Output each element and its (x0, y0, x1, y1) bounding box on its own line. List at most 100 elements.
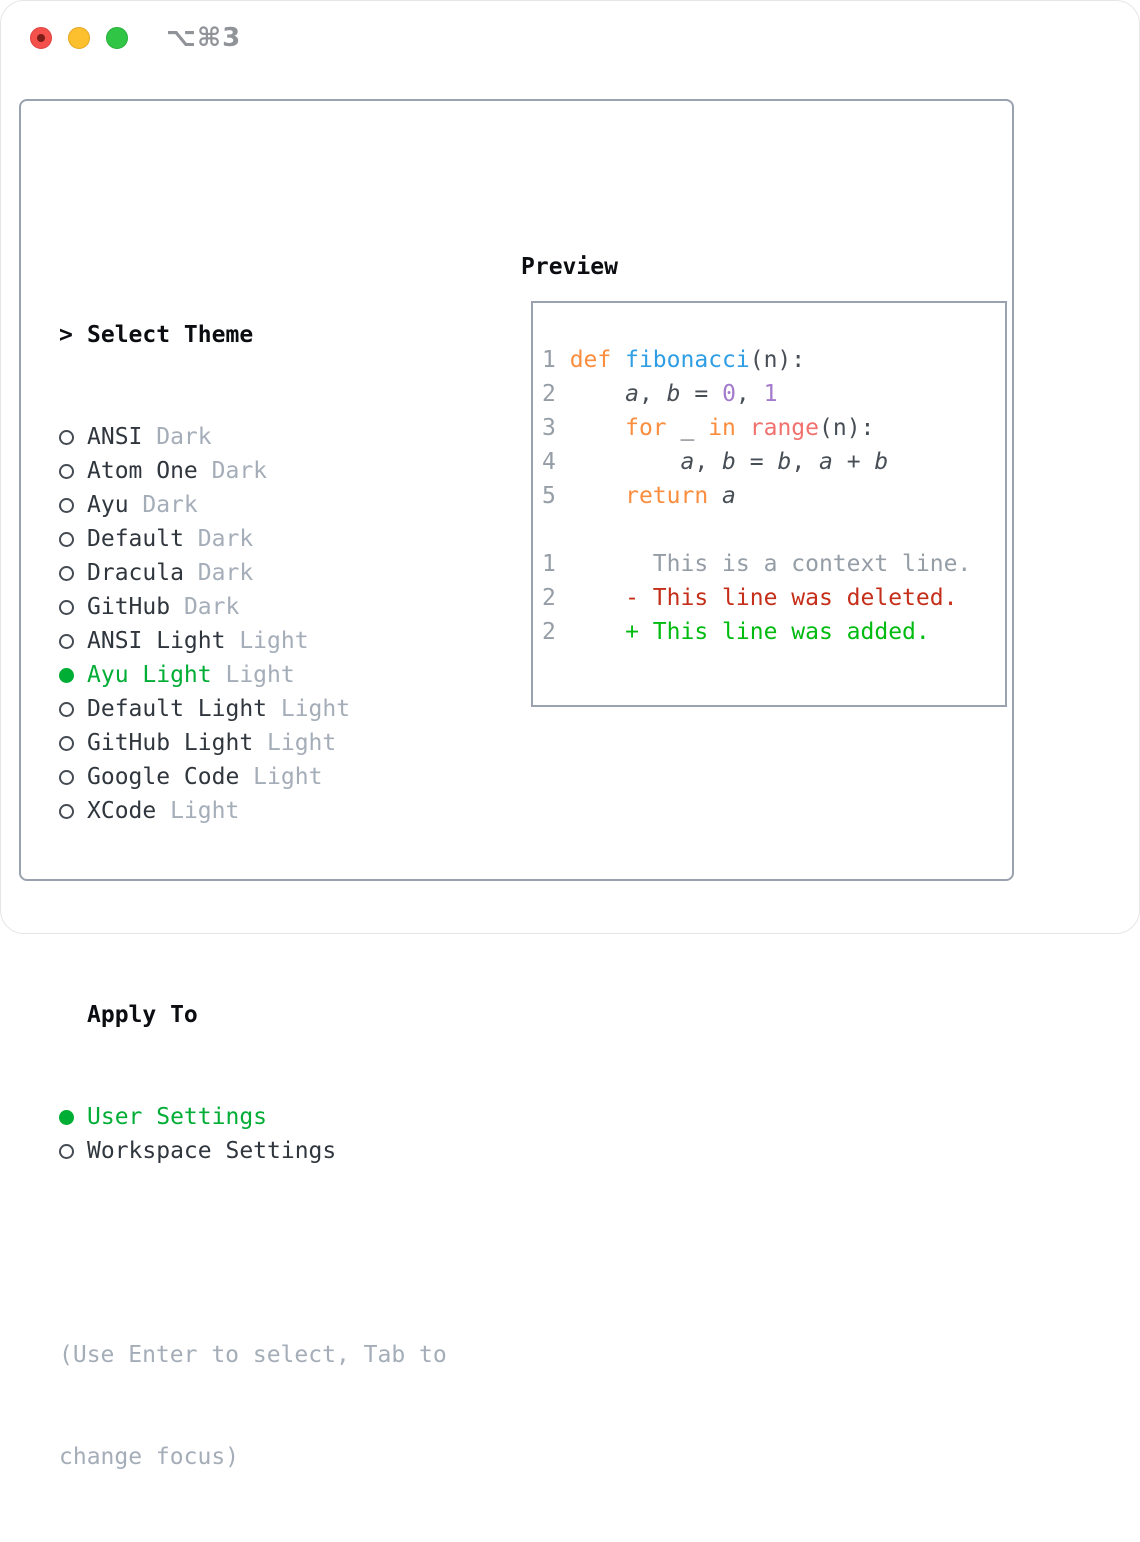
line-number: 1 (542, 347, 570, 373)
preview-header: Preview (521, 254, 618, 280)
code-segment: 1 (763, 381, 778, 407)
code-line: 1 def fibonacci(n): (542, 343, 971, 377)
theme-variant: Light (239, 764, 323, 790)
apply-option-label: Workspace Settings (87, 1138, 337, 1164)
code-line: 2 - This line was deleted. (542, 581, 971, 615)
code-line: 3 for _ in range(n): (542, 411, 971, 445)
code-segment (570, 381, 625, 407)
theme-variant: Dark (170, 594, 240, 620)
radio-icon (59, 701, 74, 717)
theme-name: Default (87, 526, 184, 552)
code-segment (570, 483, 625, 509)
radio-icon (59, 735, 74, 751)
line-number: 2 (542, 381, 570, 407)
theme-name: Default Light (87, 696, 268, 722)
window-title: ⌥⌘3 (166, 23, 242, 53)
code-segment: + (832, 449, 875, 475)
prompt-icon: > (59, 322, 73, 348)
theme-option-atom-one[interactable]: Atom One Dark (59, 454, 509, 488)
theme-option-default[interactable]: Default Dark (59, 522, 509, 556)
theme-option-google-code[interactable]: Google Code Light (59, 760, 509, 794)
code-line (542, 513, 971, 547)
code-segment: b (722, 449, 736, 475)
theme-name: Ayu Light (87, 662, 212, 688)
radio-icon (59, 803, 74, 819)
theme-name: Dracula (87, 560, 184, 586)
theme-variant: Dark (197, 458, 268, 484)
hint-line-1: (Use Enter to select, Tab to (59, 1342, 447, 1368)
code-segment: def (569, 347, 612, 373)
app-window: { "window": { "title": "⌥⌘3", "traffic_l… (0, 0, 1140, 1470)
minimize-button[interactable] (68, 27, 90, 49)
radio-icon (59, 769, 74, 785)
theme-variant: Dark (128, 492, 198, 518)
theme-name: GitHub (87, 594, 171, 620)
radio-icon (59, 429, 74, 445)
theme-option-ansi[interactable]: ANSI Dark (59, 420, 509, 454)
code-segment: a (722, 483, 736, 509)
code-segment: + This line was added. (555, 619, 930, 645)
code-segment: a (819, 449, 833, 475)
radio-icon (59, 531, 74, 547)
theme-variant: Light (211, 662, 295, 688)
code-line: 2 a, b = 0, 1 (542, 377, 971, 411)
line-number: 2 (542, 585, 556, 611)
radio-selected-icon (59, 667, 74, 683)
radio-selected-icon (59, 1109, 74, 1125)
apply-option-label: User Settings (87, 1104, 268, 1130)
line-number: 3 (542, 415, 570, 441)
spacer-row (59, 1236, 509, 1270)
code-segment: for (625, 415, 667, 441)
code-line: 2 + This line was added. (542, 615, 971, 649)
code-segment: range (749, 415, 819, 441)
radio-icon (59, 497, 74, 513)
theme-name: ANSI (87, 424, 143, 450)
radio-icon (59, 463, 74, 479)
line-number: 5 (542, 483, 570, 509)
theme-option-xcode[interactable]: XCode Light (59, 794, 509, 828)
theme-option-default-light[interactable]: Default Light Light (59, 692, 509, 726)
theme-option-github[interactable]: GitHub Dark (59, 590, 509, 624)
theme-name: Google Code (87, 764, 240, 790)
code-segment (611, 347, 625, 373)
code-segment: , (638, 381, 667, 407)
theme-variant: Light (225, 628, 309, 654)
code-segment (570, 415, 625, 441)
code-segment: , (694, 449, 723, 475)
theme-variant: Light (267, 696, 351, 722)
close-button[interactable] (30, 27, 52, 49)
line-number: 1 (542, 551, 556, 577)
apply-option-user-settings[interactable]: User Settings (59, 1100, 509, 1134)
code-segment: b (666, 381, 681, 407)
spacer-row (59, 896, 509, 930)
code-segment: - This line was deleted. (555, 585, 958, 611)
code-segment (570, 449, 681, 475)
theme-variant: Light (253, 730, 337, 756)
apply-option-workspace-settings[interactable]: Workspace Settings (59, 1134, 509, 1168)
theme-option-ayu[interactable]: Ayu Dark (59, 488, 509, 522)
line-number: 2 (542, 619, 556, 645)
code-segment: , (791, 449, 820, 475)
zoom-button[interactable] (106, 27, 128, 49)
code-segment: a (680, 449, 695, 475)
theme-name: Atom One (87, 458, 198, 484)
code-segment: fibonacci (625, 347, 750, 373)
radio-icon (59, 599, 74, 615)
theme-option-dracula[interactable]: Dracula Dark (59, 556, 509, 590)
code-segment (736, 415, 750, 441)
theme-option-github-light[interactable]: GitHub Light Light (59, 726, 509, 760)
code-segment: b (874, 449, 889, 475)
close-dot-icon (37, 34, 45, 42)
code-segment: (n): (819, 415, 875, 441)
theme-name: GitHub Light (87, 730, 254, 756)
code-segment: = (680, 381, 723, 407)
theme-name: Ayu (87, 492, 129, 518)
code-segment: This is a context line. (555, 551, 972, 577)
code-line: 4 a, b = b, a + b (542, 445, 971, 479)
theme-option-ansi-light[interactable]: ANSI Light Light (59, 624, 509, 658)
theme-option-ayu-light[interactable]: Ayu Light Light (59, 658, 509, 692)
radio-icon (59, 633, 74, 649)
